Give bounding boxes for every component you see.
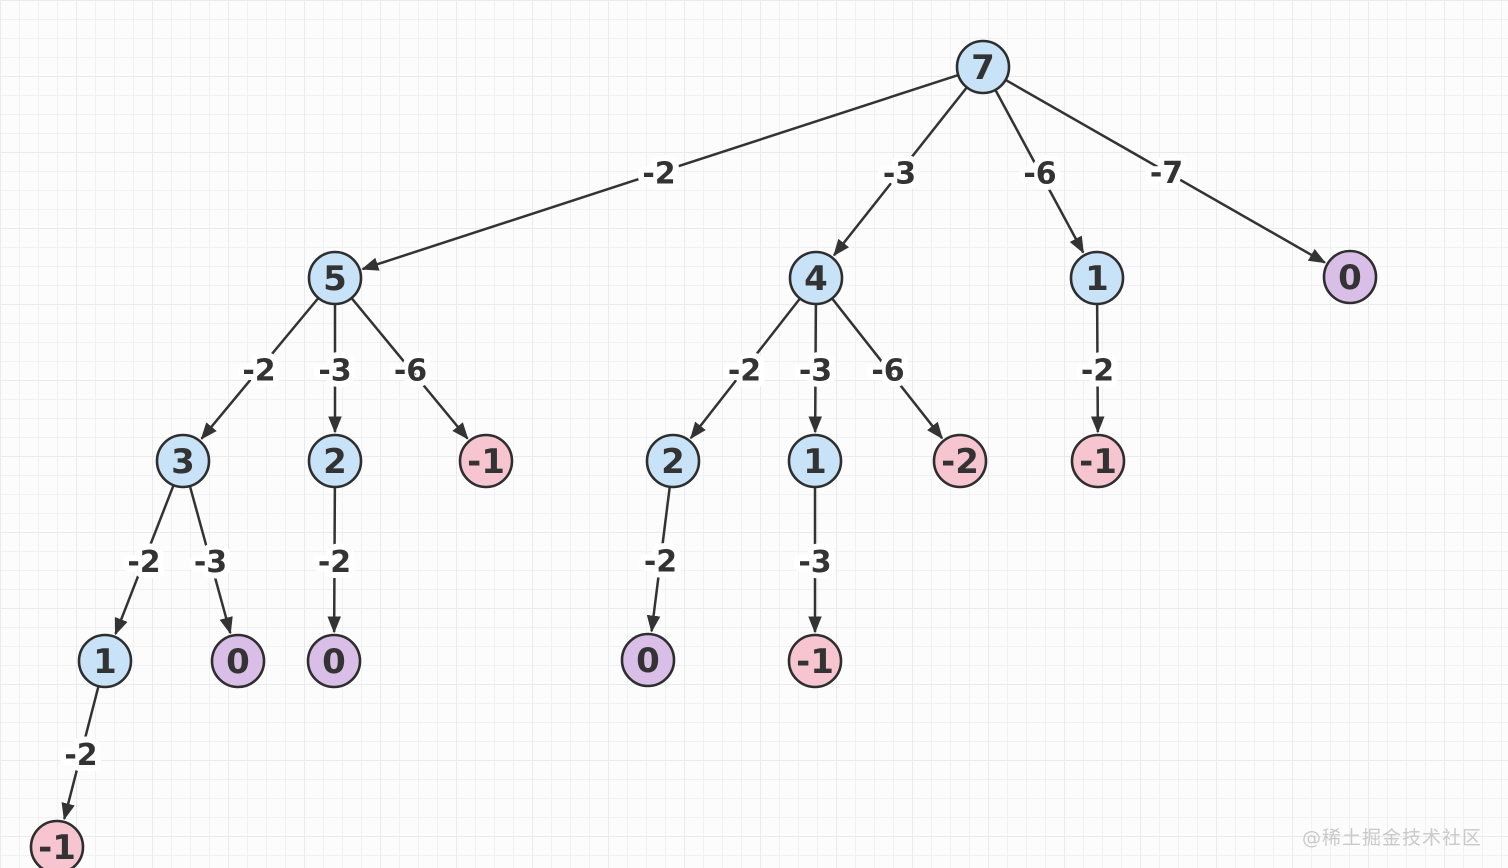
edge-n7-n0r bbox=[1004, 78, 1327, 264]
edge-label-n3-n1c: -2 bbox=[127, 545, 160, 580]
edge-label-n2a-n0b: -2 bbox=[318, 545, 351, 580]
node-value-n4: 4 bbox=[804, 259, 828, 299]
edge-n7-n1r bbox=[994, 89, 1085, 254]
tree-node-nm1b: -1 bbox=[787, 633, 843, 689]
tree-node-n3: 3 bbox=[155, 433, 211, 489]
edge-label-n7-n5: -2 bbox=[642, 157, 675, 192]
node-circle-n4 bbox=[788, 250, 844, 306]
node-circle-nm1a bbox=[458, 433, 514, 489]
tree-node-n0a: 0 bbox=[210, 633, 266, 689]
node-circle-n3 bbox=[155, 433, 211, 489]
edge-labels-layer: -2 -3 -6 -7 -2 -3 -6 -2 -3 -6 -2 -2 -3 -2 -2 -3 -2 bbox=[58, 150, 1189, 779]
node-circle-n1b bbox=[787, 433, 843, 489]
tree-node-nm1r: -1 bbox=[1070, 433, 1126, 489]
tree-node-n2b: 2 bbox=[645, 433, 701, 489]
edges-layer bbox=[61, 73, 1327, 821]
edge-n3-n0a bbox=[188, 485, 233, 635]
node-value-nm1r: -1 bbox=[1079, 442, 1117, 482]
edge-n3-n1c bbox=[114, 484, 175, 636]
node-value-nm1d: -1 bbox=[38, 828, 76, 868]
edge-n4-n2b bbox=[689, 297, 801, 440]
edge-label-n1b-nm1b: -3 bbox=[798, 545, 831, 580]
node-circle-n1r bbox=[1069, 250, 1125, 306]
edge-n2b-n0c bbox=[646, 486, 671, 633]
node-value-n0r: 0 bbox=[1338, 258, 1362, 298]
tree-node-n7: 7 bbox=[955, 39, 1011, 95]
edge-label-n1r-nm1r: -2 bbox=[1081, 354, 1114, 389]
tree-node-n1b: 1 bbox=[787, 433, 843, 489]
node-circle-n2a bbox=[307, 433, 363, 489]
edge-label-n3-n0a: -3 bbox=[194, 545, 227, 580]
node-circle-n5 bbox=[307, 250, 363, 306]
node-value-nm2: -2 bbox=[941, 442, 979, 482]
edge-n5-nm1a bbox=[350, 297, 469, 440]
node-value-n1c: 1 bbox=[93, 642, 117, 682]
node-circle-nm1b bbox=[787, 633, 843, 689]
node-circle-n0r bbox=[1322, 249, 1378, 305]
node-value-nm1b: -1 bbox=[796, 642, 834, 682]
node-value-n5: 5 bbox=[323, 259, 347, 299]
tree-node-nm2: -2 bbox=[932, 433, 988, 489]
node-value-n0b: 0 bbox=[322, 642, 346, 682]
edge-n4-nm2 bbox=[831, 297, 944, 440]
watermark: @稀土掘金技术社区 bbox=[1301, 827, 1482, 849]
node-value-n2b: 2 bbox=[661, 442, 685, 482]
edge-label-n5-nm1a: -6 bbox=[394, 354, 427, 389]
tree-node-n5: 5 bbox=[307, 250, 363, 306]
tree-node-n0r: 0 bbox=[1322, 249, 1378, 305]
node-circle-nm2 bbox=[932, 433, 988, 489]
node-value-n0a: 0 bbox=[226, 642, 250, 682]
edge-n7-n5 bbox=[361, 73, 959, 271]
node-circle-n0b bbox=[306, 633, 362, 689]
edge-label-n4-nm2: -6 bbox=[871, 354, 904, 389]
edge-n7-n4 bbox=[833, 86, 968, 257]
edge-label-n1c-nm1d: -2 bbox=[64, 738, 97, 773]
node-value-n3: 3 bbox=[171, 442, 195, 482]
edge-n2a-n0b bbox=[327, 486, 342, 634]
tree-node-n1r: 1 bbox=[1069, 250, 1125, 306]
edge-n5-n3 bbox=[200, 297, 320, 440]
node-circle-n1c bbox=[77, 633, 133, 689]
tree-node-nm1d: -1 bbox=[29, 819, 85, 868]
node-circle-n0c bbox=[620, 632, 676, 688]
edge-label-n7-n1r: -6 bbox=[1023, 157, 1056, 192]
node-value-n1b: 1 bbox=[803, 442, 827, 482]
node-value-n2a: 2 bbox=[323, 442, 347, 482]
tree-node-n0c: 0 bbox=[620, 632, 676, 688]
edge-label-n4-n1b: -3 bbox=[799, 354, 832, 389]
node-value-nm1a: -1 bbox=[467, 442, 505, 482]
node-circle-n0a bbox=[210, 633, 266, 689]
edge-label-n7-n4: -3 bbox=[883, 157, 916, 192]
edge-label-n4-n2b: -2 bbox=[728, 354, 761, 389]
node-circle-nm1d bbox=[29, 819, 85, 868]
node-value-n0c: 0 bbox=[636, 641, 660, 681]
edge-label-n5-n3: -2 bbox=[242, 354, 275, 389]
node-value-n1r: 1 bbox=[1085, 259, 1109, 299]
tree-node-n1c: 1 bbox=[77, 633, 133, 689]
tree-node-n0b: 0 bbox=[306, 633, 362, 689]
nodes-layer: 7 5 4 1 0 3 2 -1 2 1 -2 -1 1 0 0 0 -1 -1 bbox=[29, 39, 1378, 868]
node-circle-n7 bbox=[955, 39, 1011, 95]
edge-n4-n1b bbox=[808, 303, 823, 434]
edge-label-n7-n0r: -7 bbox=[1150, 156, 1183, 191]
edge-n1c-nm1d bbox=[61, 685, 100, 821]
edge-label-n2b-n0c: -2 bbox=[644, 545, 677, 580]
tree-node-nm1a: -1 bbox=[458, 433, 514, 489]
edge-label-n5-n2a: -3 bbox=[318, 354, 351, 389]
node-circle-nm1r bbox=[1070, 433, 1126, 489]
node-value-n7: 7 bbox=[971, 48, 995, 88]
node-circle-n2b bbox=[645, 433, 701, 489]
tree-node-n4: 4 bbox=[788, 250, 844, 306]
tree-node-n2a: 2 bbox=[307, 433, 363, 489]
edge-n1r-nm1r bbox=[1090, 303, 1105, 434]
